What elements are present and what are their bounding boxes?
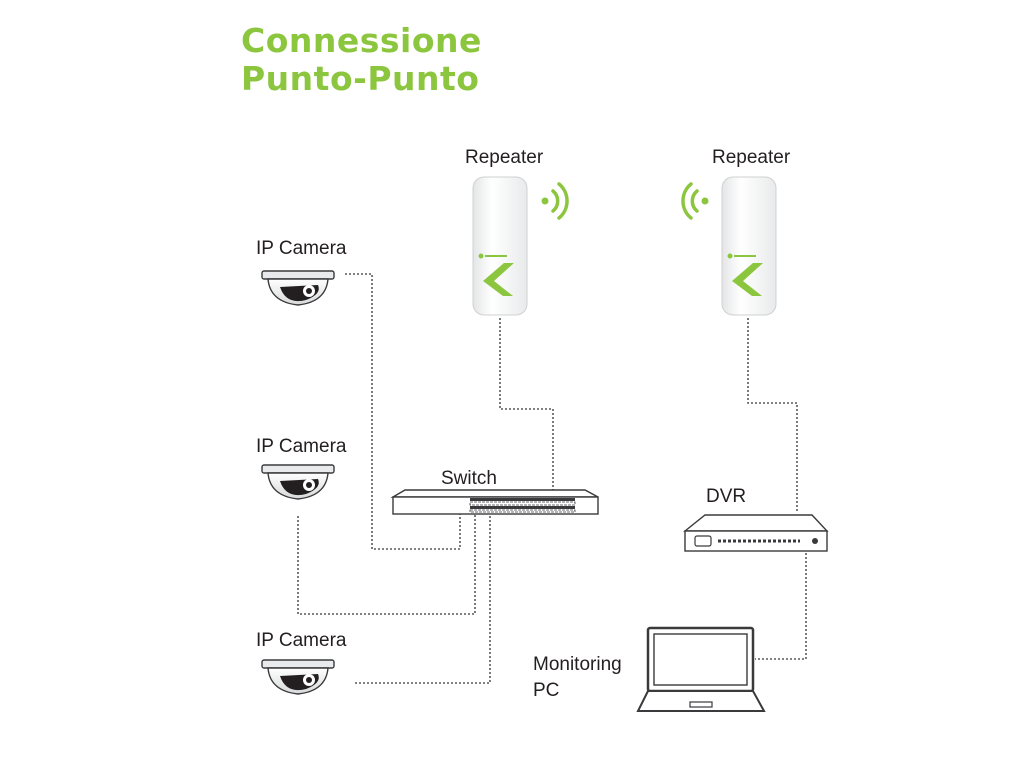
monitoring-pc-label-line-2: PC: [533, 680, 560, 701]
cable-camera-bottom-to-switch: [355, 514, 491, 684]
wifi-signal-left-icon: [681, 182, 709, 220]
diagram-title: Connessione Punto-Punto: [241, 22, 482, 98]
techly-logo-icon: [478, 253, 484, 259]
title-line-1: Connessione: [241, 21, 482, 60]
cable-camera-middle-to-switch: [297, 514, 476, 615]
techly-x-logo-icon: [732, 263, 763, 296]
ip-camera-top-icon: [261, 270, 335, 306]
monitoring-pc-label-line-1: Monitoring: [533, 654, 622, 675]
title-line-2: Punto-Punto: [241, 59, 480, 98]
cable-dvr-to-pc: [755, 553, 807, 660]
repeater-right: [721, 176, 777, 316]
network-switch-icon: [390, 489, 599, 515]
techly-logo-icon: [727, 253, 733, 259]
camera-bottom-label: IP Camera: [256, 630, 347, 651]
dvr-label: DVR: [706, 486, 747, 507]
ip-camera-middle-icon: [261, 464, 335, 500]
cable-camera-top-to-switch: [345, 273, 461, 550]
camera-middle-label: IP Camera: [256, 436, 347, 457]
repeater-left: [472, 176, 528, 316]
ip-camera-bottom-icon: [261, 659, 335, 695]
cable-repeater-right-to-dvr: [747, 318, 798, 513]
cable-repeater-left-to-switch: [499, 318, 554, 492]
dvr-recorder-icon: [683, 514, 829, 552]
repeater-right-label: Repeater: [712, 147, 791, 168]
camera-top-label: IP Camera: [256, 238, 347, 259]
monitoring-pc-laptop-icon: [636, 626, 766, 712]
switch-label: Switch: [441, 468, 497, 489]
wifi-signal-right-icon: [541, 182, 569, 220]
repeater-left-label: Repeater: [465, 147, 544, 168]
techly-x-logo-icon: [483, 263, 514, 296]
